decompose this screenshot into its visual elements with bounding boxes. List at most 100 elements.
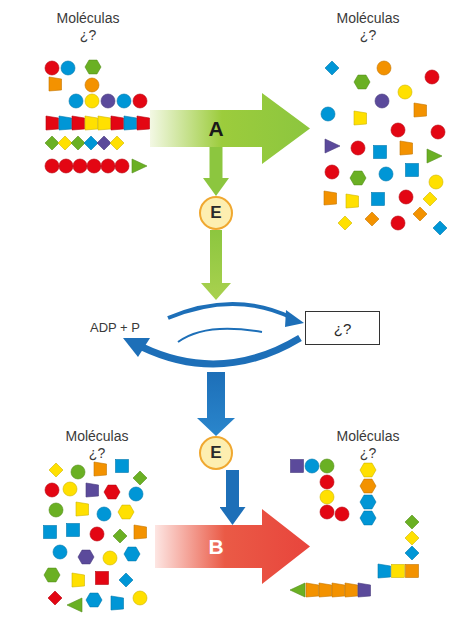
molecule-shape (78, 550, 94, 564)
molecule-shape (97, 507, 111, 521)
molecule-shape (63, 482, 77, 496)
molecule-shape (133, 94, 147, 108)
molecule-shape (306, 583, 319, 597)
enzyme-circle: E (199, 196, 233, 230)
arrow-label: A (150, 110, 282, 147)
molecules-heading: Moléculas ¿? (48, 10, 128, 44)
process-arrow-outline (150, 110, 310, 147)
molecule-shape (346, 194, 359, 208)
molecule-shape (325, 165, 339, 179)
molecule-shape (45, 136, 59, 150)
molecule-shape (372, 193, 385, 206)
molecule-shape (360, 511, 376, 525)
arrow-shape (155, 509, 310, 584)
molecule-shape (431, 125, 445, 139)
molecule-shape (90, 527, 104, 541)
product-box: ¿? (305, 311, 380, 345)
molecule-shape (335, 507, 349, 521)
molecule-shape (406, 565, 419, 578)
molecule-shape (44, 568, 60, 582)
molecule-shape (391, 216, 405, 230)
molecule-shape (405, 515, 419, 529)
molecule-shape (111, 596, 124, 610)
molecule-shape (378, 564, 391, 578)
molecule-shape (103, 551, 117, 565)
molecule-shape (332, 583, 345, 597)
circle-shape (200, 197, 232, 229)
molecule-shape (375, 94, 389, 108)
molecule-shape (87, 159, 101, 173)
molecule-shape (85, 94, 99, 108)
molecule-shape (58, 136, 72, 150)
molecule-shape (429, 175, 443, 189)
molecule-shape (86, 483, 99, 497)
molecule-shape (67, 524, 80, 537)
molecule-shape (49, 463, 63, 477)
molecule-shape (365, 212, 379, 226)
molecule-shape (61, 61, 75, 75)
process-arrow: A (150, 110, 310, 147)
molecules-heading: Moléculas ¿? (328, 428, 408, 462)
molecule-shape (110, 136, 124, 150)
molecule-shape (320, 475, 334, 489)
cycle-arrowhead (285, 310, 304, 327)
molecule-shape (321, 107, 335, 121)
energy-arrow (201, 230, 231, 300)
molecule-shape (59, 159, 73, 173)
molecule-shape (53, 545, 67, 559)
molecule-shape (350, 171, 366, 185)
molecule-shape (399, 190, 413, 204)
process-arrow-outline (155, 525, 310, 568)
molecule-shape (423, 192, 437, 206)
molecule-shape (324, 191, 337, 205)
cycle-arc (168, 304, 292, 318)
molecule-shape (124, 116, 137, 130)
molecule-shape (360, 479, 376, 493)
flow-arrow (210, 147, 223, 178)
cycle-arc (142, 338, 300, 364)
molecule-shape (413, 207, 427, 221)
molecule-shape (351, 141, 365, 155)
molecule-shape (111, 116, 124, 130)
molecule-shape (101, 159, 115, 173)
molecule-shape (425, 70, 439, 84)
molecule-shape (113, 529, 127, 543)
molecule-group (44, 60, 448, 612)
molecule-shape (406, 164, 419, 177)
enzyme-label: E (199, 436, 233, 470)
molecule-shape (320, 490, 334, 504)
molecule-shape (392, 565, 405, 578)
molecule-shape (118, 505, 134, 519)
molecule-shape (134, 525, 147, 539)
molecule-shape (115, 159, 129, 173)
molecule-shape (325, 139, 340, 153)
molecule-shape (45, 61, 59, 75)
molecule-shape (319, 583, 332, 597)
molecule-shape (137, 116, 150, 130)
arrow-shape (150, 93, 310, 164)
box-shape (306, 312, 380, 345)
molecule-shape (379, 167, 393, 181)
molecule-shape (305, 459, 319, 473)
molecule-shape (46, 116, 59, 130)
molecule-shape (45, 483, 59, 497)
molecule-shape (320, 459, 334, 473)
reaction-label: ADP + P (90, 319, 140, 336)
molecule-shape (76, 502, 89, 516)
molecule-shape (104, 485, 120, 499)
energy-arrow (197, 372, 235, 436)
molecule-shape (98, 116, 111, 130)
molecule-shape (132, 159, 147, 173)
molecule-shape (97, 136, 111, 150)
molecule-shape (45, 159, 59, 173)
molecule-shape (49, 77, 62, 91)
molecule-shape (129, 487, 143, 501)
molecule-shape (354, 111, 367, 125)
molecule-shape (71, 465, 85, 479)
molecule-shape (405, 546, 419, 560)
molecule-shape (116, 460, 129, 473)
molecule-shape (101, 94, 115, 108)
molecule-shape (117, 94, 131, 108)
molecule-shape (71, 136, 85, 150)
